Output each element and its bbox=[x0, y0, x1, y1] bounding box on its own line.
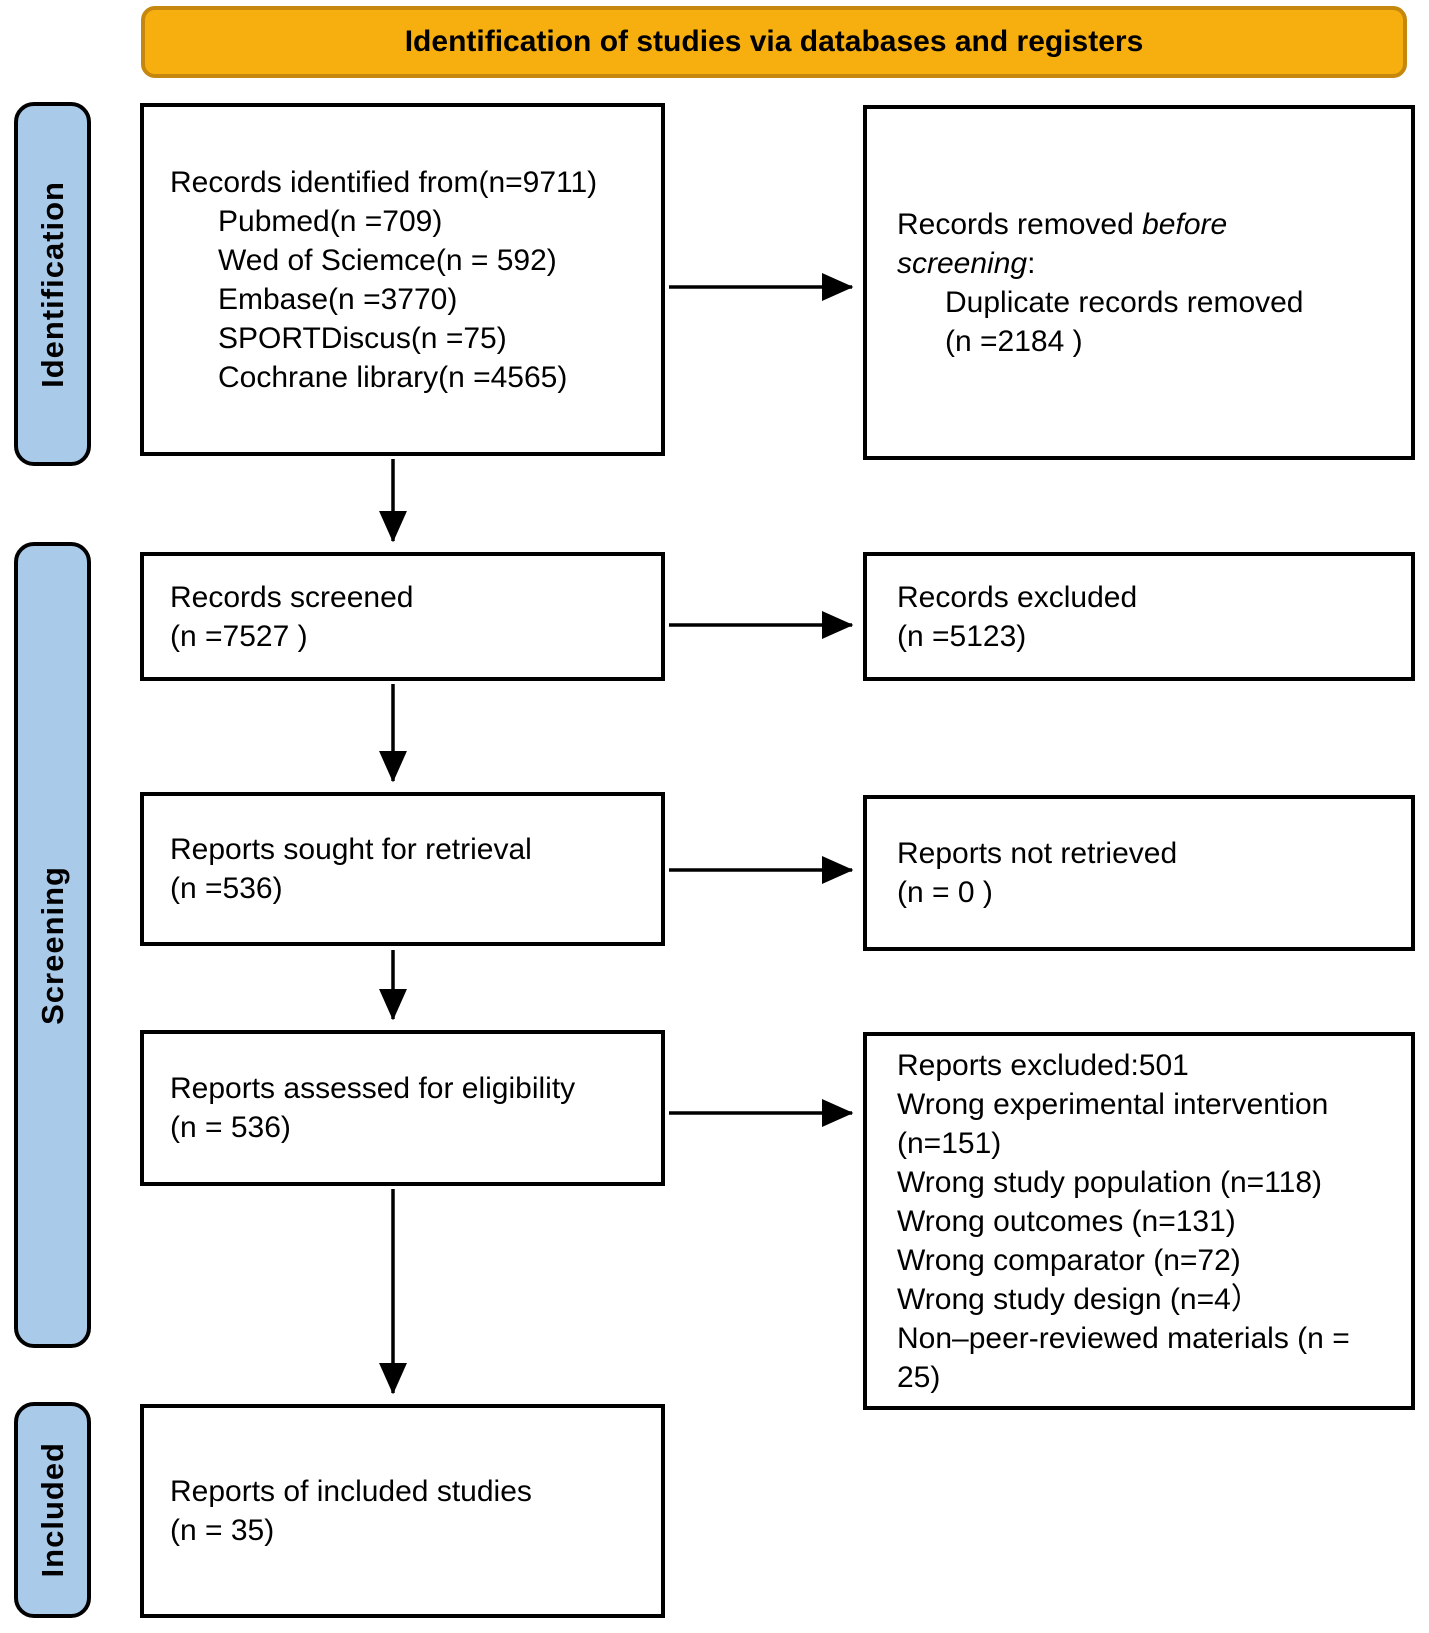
box-reports-excluded: Reports excluded:501 Wrong experimental … bbox=[863, 1032, 1415, 1410]
stage-identification-text: Identification bbox=[34, 180, 70, 388]
reports-excluded-line: Wrong outcomes (n=131) bbox=[897, 1204, 1236, 1238]
records-screened-line: Records screened bbox=[170, 580, 414, 614]
box-reports-assessed: Reports assessed for eligibility (n = 53… bbox=[140, 1030, 665, 1186]
records-identified-item: SPORTDiscus(n =75) bbox=[218, 321, 507, 355]
reports-included-line: (n = 35) bbox=[170, 1514, 275, 1547]
reports-not-retrieved-line: (n = 0 ) bbox=[897, 876, 993, 909]
reports-sought-line: (n =536) bbox=[170, 872, 283, 905]
reports-not-retrieved-line: Reports not retrieved bbox=[897, 837, 1178, 870]
stage-included-text: Included bbox=[34, 1442, 70, 1578]
records-removed-title: Records removed before screening: bbox=[897, 207, 1228, 280]
reports-assessed-line: Reports assessed for eligibility bbox=[170, 1072, 576, 1105]
reports-excluded-line: Wrong experimental intervention (n=151) bbox=[897, 1087, 1329, 1160]
stage-label-screening: Screening bbox=[14, 542, 91, 1348]
stage-label-included: Included bbox=[14, 1402, 91, 1618]
reports-assessed-line: (n = 536) bbox=[170, 1111, 291, 1144]
reports-excluded-line: Wrong comparator (n=72) bbox=[897, 1243, 1241, 1277]
box-records-identified: Records identified from(n=9711) Pubmed(n… bbox=[140, 103, 665, 456]
records-identified-item: Cochrane library(n =4565) bbox=[218, 360, 568, 394]
records-removed-item: Duplicate records removed bbox=[945, 285, 1304, 319]
reports-excluded-line: Reports excluded:501 bbox=[897, 1048, 1189, 1082]
records-identified-item: Wed of Sciemce(n = 592) bbox=[218, 243, 557, 277]
box-reports-sought: Reports sought for retrieval (n =536) bbox=[140, 792, 665, 946]
records-identified-title: Records identified from(n=9711) bbox=[170, 165, 598, 199]
box-reports-not-retrieved: Reports not retrieved (n = 0 ) bbox=[863, 795, 1415, 951]
reports-included-line: Reports of included studies bbox=[170, 1475, 532, 1508]
records-removed-item: (n =2184 ) bbox=[945, 324, 1083, 358]
banner-title: Identification of studies via databases … bbox=[404, 25, 1144, 58]
box-records-excluded: Records excluded (n =5123) bbox=[863, 552, 1415, 681]
banner: Identification of studies via databases … bbox=[141, 6, 1407, 78]
reports-sought-line: Reports sought for retrieval bbox=[170, 833, 532, 866]
records-identified-item: Pubmed(n =709) bbox=[218, 204, 443, 238]
reports-excluded-line: Wrong study population (n=118) bbox=[897, 1165, 1322, 1199]
records-screened-line: (n =7527 ) bbox=[170, 619, 308, 653]
reports-excluded-line: Wrong study design (n=4） bbox=[897, 1282, 1261, 1316]
box-records-removed: Records removed before screening: Duplic… bbox=[863, 105, 1415, 460]
reports-excluded-line: Non–peer-reviewed materials (n = 25) bbox=[897, 1321, 1350, 1394]
stage-screening-text: Screening bbox=[34, 865, 70, 1025]
box-records-screened: Records screened (n =7527 ) bbox=[140, 552, 665, 681]
stage-label-identification: Identification bbox=[14, 102, 91, 466]
box-reports-included: Reports of included studies (n = 35) bbox=[140, 1404, 665, 1618]
records-identified-item: Embase(n =3770) bbox=[218, 282, 458, 316]
records-excluded-line: (n =5123) bbox=[897, 619, 1027, 653]
records-excluded-line: Records excluded bbox=[897, 580, 1138, 614]
